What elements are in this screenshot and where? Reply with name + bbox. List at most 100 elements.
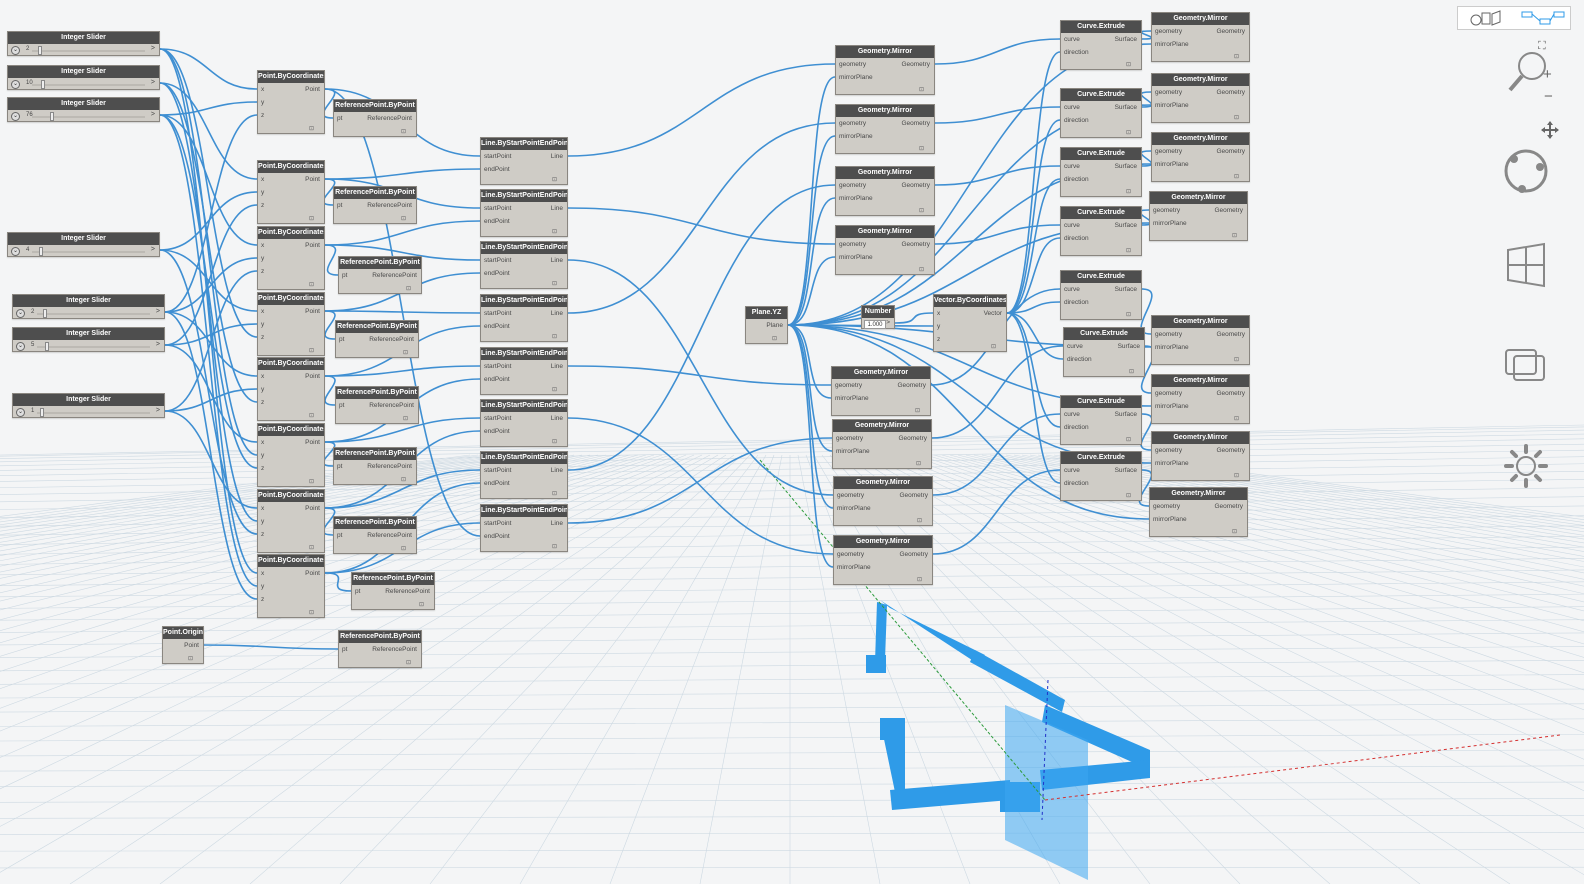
node-title[interactable]: Line.ByStartPointEndPoint [481,505,567,517]
output-port-referencepoint[interactable]: ReferencePoint [372,272,417,279]
input-port-pt[interactable]: pt [337,463,343,470]
input-port-endpoint[interactable]: endPoint [484,376,510,383]
node-title[interactable]: Line.ByStartPointEndPoint [481,295,567,307]
output-port-point[interactable]: Point [305,373,320,380]
node-title[interactable]: Vector.ByCoordinates [934,295,1006,307]
output-port-geometry[interactable]: Geometry [1216,447,1245,454]
slider-track[interactable] [32,116,145,118]
output-port-geometry[interactable]: Geometry [901,241,930,248]
output-port-point[interactable]: Point [305,86,320,93]
node-title[interactable]: Geometry.Mirror [836,167,934,179]
input-port-geometry[interactable]: geometry [839,120,867,127]
input-port-startpoint[interactable]: startPoint [484,205,512,212]
input-port-x[interactable]: x [261,242,265,249]
output-port-referencepoint[interactable]: ReferencePoint [385,588,430,595]
input-port-direction[interactable]: direction [1064,49,1089,56]
node-title[interactable]: Geometry.Mirror [1152,133,1249,145]
output-port-point[interactable]: Point [305,176,320,183]
node-integer-slider[interactable]: Integer Slider⌄4> [7,232,160,257]
slider-output-arrow-icon[interactable]: > [155,308,160,315]
input-port-mirrorplane[interactable]: mirrorPlane [1153,516,1187,523]
node-title[interactable]: Number [862,306,894,318]
input-port-pt[interactable]: pt [339,402,345,409]
node-integer-slider[interactable]: Integer Slider⌄76> [7,97,160,122]
slider-output-arrow-icon[interactable]: > [155,407,160,414]
output-port-surface[interactable]: Surface [1114,467,1137,474]
node-title[interactable]: ReferencePoint.ByPoint [352,573,434,585]
input-port-geometry[interactable]: geometry [839,182,867,189]
node-title[interactable]: Geometry.Mirror [834,536,932,548]
input-port-mirrorplane[interactable]: mirrorPlane [839,195,873,202]
input-port-y[interactable]: y [261,518,265,525]
input-port-startpoint[interactable]: startPoint [484,363,512,370]
output-port-point[interactable]: Point [305,570,320,577]
input-port-geometry[interactable]: geometry [1155,89,1183,96]
node-title[interactable]: Curve.Extrude [1061,89,1141,101]
input-port-z[interactable]: z [261,112,265,119]
slider-track[interactable] [32,251,145,253]
input-port-geometry[interactable]: geometry [1153,207,1181,214]
input-port-direction[interactable]: direction [1064,235,1089,242]
output-port-point[interactable]: Point [305,505,320,512]
input-port-curve[interactable]: curve [1064,411,1080,418]
input-port-mirrorplane[interactable]: mirrorPlane [837,564,871,571]
node-integer-slider[interactable]: Integer Slider⌄10> [7,65,160,90]
output-port-geometry[interactable]: Geometry [1216,148,1245,155]
input-port-x[interactable]: x [937,310,941,317]
input-port-x[interactable]: x [261,505,265,512]
input-port-x[interactable]: x [261,570,265,577]
input-port-direction[interactable]: direction [1064,480,1089,487]
slider-thumb[interactable] [41,80,46,89]
input-port-z[interactable]: z [261,399,265,406]
node-title[interactable]: ReferencePoint.ByPoint [334,100,416,112]
node-title[interactable]: Integer Slider [8,98,159,110]
input-port-x[interactable]: x [261,439,265,446]
output-port-referencepoint[interactable]: ReferencePoint [367,532,412,539]
output-port-referencepoint[interactable]: ReferencePoint [367,202,412,209]
input-port-curve[interactable]: curve [1067,343,1083,350]
output-port-plane[interactable]: Plane [766,322,783,329]
input-port-direction[interactable]: direction [1064,117,1089,124]
output-port-point[interactable]: Point [305,308,320,315]
node-integer-slider[interactable]: Integer Slider⌄2> [7,31,160,56]
input-port-z[interactable]: z [261,596,265,603]
node-title[interactable]: Geometry.Mirror [1152,375,1249,387]
input-port-y[interactable]: y [261,583,265,590]
node-title[interactable]: Curve.Extrude [1061,396,1141,408]
input-port-x[interactable]: x [261,373,265,380]
input-port-x[interactable]: x [261,308,265,315]
input-port-geometry[interactable]: geometry [1153,503,1181,510]
orbit-icon[interactable] [1500,145,1552,197]
output-port-surface[interactable]: Surface [1114,104,1137,111]
output-port-line[interactable]: Line [550,520,563,527]
output-port-line[interactable]: Line [550,467,563,474]
input-port-mirrorplane[interactable]: mirrorPlane [839,254,873,261]
number-input[interactable]: 1.000 [864,320,886,329]
input-port-geometry[interactable]: geometry [1155,331,1183,338]
node-title[interactable]: Line.ByStartPointEndPoint [481,138,567,150]
input-port-pt[interactable]: pt [337,115,343,122]
node-title[interactable]: ReferencePoint.ByPoint [334,187,416,199]
input-port-mirrorplane[interactable]: mirrorPlane [1155,161,1189,168]
input-port-z[interactable]: z [261,531,265,538]
output-port-geometry[interactable]: Geometry [899,492,928,499]
slider-output-arrow-icon[interactable]: > [155,341,160,348]
input-port-pt[interactable]: pt [339,336,345,343]
